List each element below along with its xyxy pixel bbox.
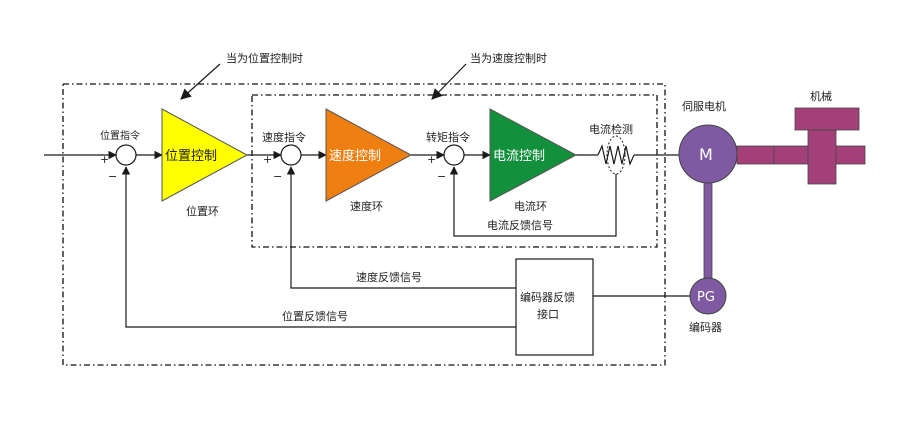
motor-shaft-coupling: [736, 145, 866, 165]
speed-control-block: [325, 108, 413, 202]
position-control-label: 位置控制: [165, 149, 217, 164]
current-summing-junction: [443, 144, 465, 166]
minus-sign: −: [437, 170, 446, 183]
position-mode-annotation: 当为位置控制时: [226, 51, 303, 65]
current-control-block: [489, 108, 578, 202]
speed-mode-pointer: [431, 63, 467, 100]
current-loop-label: 电流环: [514, 199, 547, 213]
encoder-shaft: [703, 175, 713, 279]
current-feedback-label: 电流反馈信号: [487, 218, 553, 232]
plus-sign: +: [100, 153, 109, 166]
encoder-pg: [689, 277, 727, 315]
torque-command-label: 转矩指令: [426, 130, 470, 144]
position-feedback-path: [121, 166, 516, 328]
speed-command-label: 速度指令: [262, 130, 306, 144]
minus-sign: −: [108, 170, 117, 183]
current-control-label: 电流控制: [493, 149, 545, 164]
encoder-label: 编码器: [689, 320, 722, 334]
position-mode-pointer: [180, 63, 221, 100]
encoder-interface-line2: 接口: [537, 308, 559, 321]
encoder-symbol: PG: [697, 290, 715, 305]
plus-sign: +: [263, 153, 272, 166]
position-feedback-label: 位置反馈信号: [282, 309, 348, 323]
encoder-interface-box: [515, 258, 594, 356]
plus-sign: +: [427, 153, 436, 166]
position-loop-label: 位置环: [186, 204, 219, 218]
minus-sign: −: [273, 170, 282, 183]
position-command-label: 位置指令: [100, 129, 140, 142]
speed-feedback-path: [286, 166, 516, 289]
current-feedback-path: [449, 166, 617, 237]
current-sensor-zigzag: [597, 144, 635, 166]
position-control-block: [161, 108, 249, 202]
position-summing-junction: [115, 144, 137, 166]
machine-assembly: [736, 107, 866, 185]
motor-symbol: M: [699, 145, 713, 164]
speed-control-label: 速度控制: [329, 148, 381, 164]
machine-top-block: [794, 107, 860, 131]
speed-mode-frame: [251, 94, 658, 248]
speed-summing-junction: [280, 144, 302, 166]
machine-hub: [807, 129, 837, 185]
speed-mode-annotation: 当为速度控制时: [470, 51, 547, 65]
servo-motor-title: 伺服电机: [682, 99, 726, 113]
current-sensor-ellipse: [606, 135, 626, 175]
machine-label: 机械: [810, 89, 832, 103]
position-mode-frame: [62, 83, 666, 366]
speed-loop-label: 速度环: [350, 199, 383, 213]
speed-feedback-label: 速度反馈信号: [356, 270, 422, 284]
current-detect-label: 电流检测: [589, 122, 633, 136]
encoder-interface-line1: 编码器反馈: [520, 290, 575, 304]
